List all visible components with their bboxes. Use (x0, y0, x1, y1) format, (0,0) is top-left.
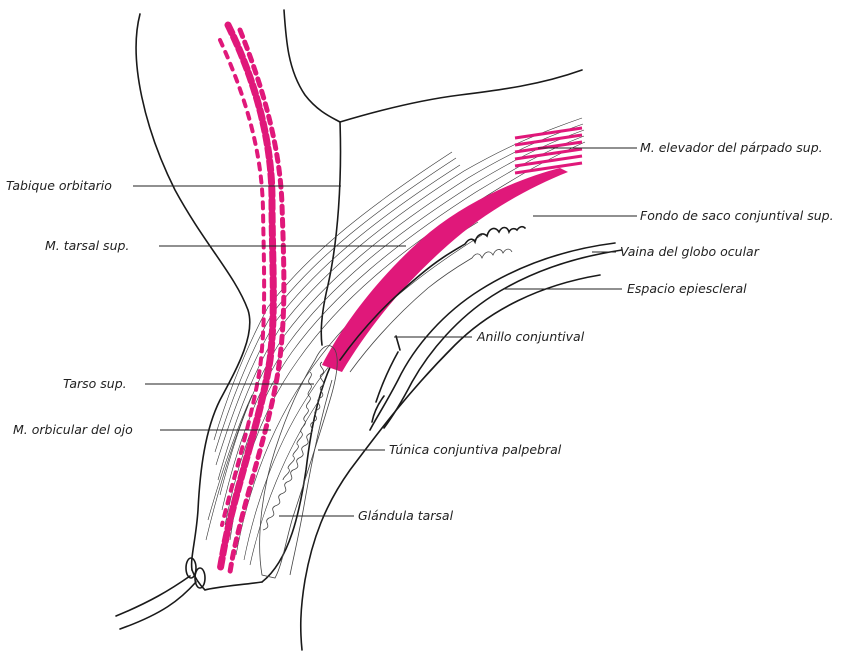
label-tabique-orbitario: Tabique orbitario (6, 179, 112, 193)
tarsal-gland-squiggle (263, 362, 324, 530)
label-vaina-globo: Vaina del globo ocular (620, 245, 759, 259)
conjunctival-lining (290, 380, 332, 575)
label-anillo-conjuntival: Anillo conjuntival (477, 330, 584, 344)
label-tarso-sup: Tarso sup. (63, 377, 127, 391)
brow-contour (340, 70, 582, 122)
label-espacio-epiescleral: Espacio epiescleral (627, 282, 747, 296)
eyelash-1 (116, 576, 190, 616)
label-orbicular-ojo: M. orbicular del ojo (13, 423, 133, 437)
label-tarsal-muscle: M. tarsal sup. (45, 239, 129, 253)
label-tunica-conjuntiva: Túnica conjuntiva palpebral (389, 443, 561, 457)
label-elevador-parpado: M. elevador del párpado sup. (640, 141, 823, 155)
eyelash-2 (120, 582, 196, 629)
orbital-septum-outline (284, 10, 341, 345)
label-fondo-saco: Fondo de saco conjuntival sup. (640, 209, 834, 223)
label-glandula-tarsal: Glándula tarsal (358, 509, 453, 523)
